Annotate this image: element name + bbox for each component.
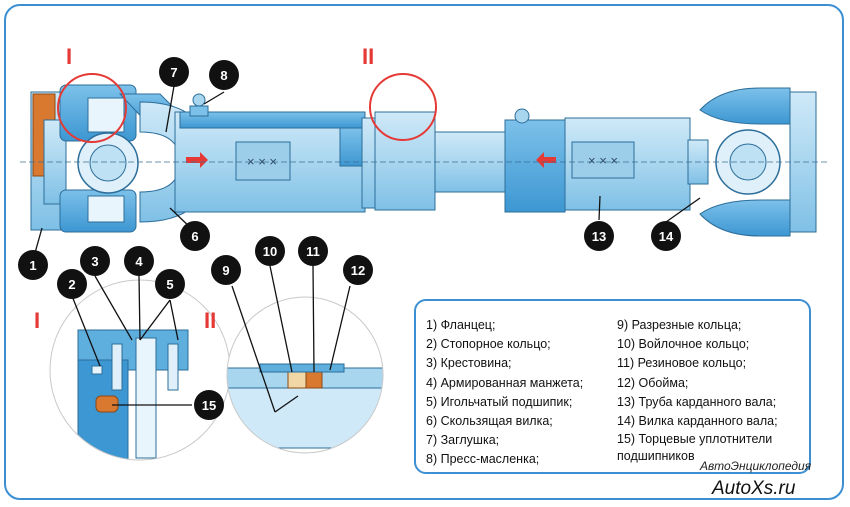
callout-12: 12 (343, 255, 373, 285)
callout-number: 6 (191, 229, 198, 244)
svg-text:× × ×: × × × (588, 153, 618, 168)
shaft-middle (361, 108, 566, 213)
callout-number: 9 (222, 263, 229, 278)
sliding-yoke: × × × (139, 101, 366, 223)
legend-item: 12) Обойма; (617, 375, 689, 390)
callout-9: 9 (211, 255, 241, 285)
callout-number: 3 (91, 254, 98, 269)
callout-number: 11 (306, 244, 320, 259)
roman-label-I-top: I (66, 44, 73, 69)
detail-circle-I (57, 73, 127, 143)
callout-7: 7 (159, 57, 189, 87)
roman-label-II-top: II (362, 44, 375, 69)
callout-1: 1 (18, 250, 48, 280)
legend-item: 3) Крестовина; (426, 356, 512, 371)
callout-number: 7 (170, 65, 177, 80)
legend-item: 13) Труба карданного вала; (617, 394, 777, 409)
callout-2: 2 (57, 269, 87, 299)
shaft-tube: × × × (564, 117, 691, 211)
callout-number: 13 (592, 229, 606, 244)
legend-left-column: 1) Фланцец; 2) Стопорное кольцо; 3) Крес… (426, 316, 583, 470)
grease-fitting (189, 93, 209, 117)
legend-item: 5) Игольчатый подшипик; (426, 394, 573, 409)
svg-text:× × ×: × × × (247, 154, 277, 169)
callout-5: 5 (155, 269, 185, 299)
brand-caption: АвтоЭнциклопедия (700, 459, 812, 473)
legend-item: 9) Разрезные кольца; (617, 318, 742, 332)
left-flange (30, 91, 67, 231)
callout-8: 8 (209, 60, 239, 90)
callout-number: 12 (351, 263, 365, 278)
callout-6: 6 (180, 221, 210, 251)
parts-legend: 1) Фланцец; 2) Стопорное кольцо; 3) Крес… (414, 299, 811, 474)
callout-10: 10 (255, 236, 285, 266)
legend-item: 1) Фланцец; (426, 318, 496, 332)
left-universal-joint (59, 84, 181, 233)
callout-number: 15 (202, 398, 216, 413)
callout-15: 15 (194, 390, 224, 420)
legend-item: 4) Армированная манжета; (426, 375, 584, 390)
callout-number: 14 (659, 229, 674, 244)
leader-lines (32, 85, 701, 413)
legend-item: 8) Пресс-масленка; (426, 452, 540, 467)
legend-item: 2) Стопорное кольцо; (426, 337, 551, 352)
roman-label-II-detail: II (204, 308, 217, 333)
legend-item: 7) Заглушка; (426, 433, 500, 448)
legend-right-column: 9) Разрезные кольца; 10) Войлочное кольц… (617, 316, 802, 465)
callout-number: 8 (220, 68, 227, 83)
outer-frame (4, 4, 844, 500)
legend-item: 15) Торцевые уплотнители подшипников (617, 432, 773, 464)
callout-number: 1 (29, 258, 36, 273)
callout-number: 10 (263, 244, 277, 259)
detail-circle-II (369, 73, 437, 141)
callout-number: 2 (68, 277, 75, 292)
callout-14: 14 (651, 221, 681, 251)
legend-item: 6) Скользящая вилка; (426, 414, 553, 429)
detail-II-view (226, 296, 384, 454)
legend-item: 14) Вилка карданного вала; (617, 414, 778, 429)
legend-item: 10) Войлочное кольцо; (617, 337, 750, 352)
callout-3: 3 (80, 246, 110, 276)
callout-13: 13 (584, 221, 614, 251)
roman-label-I-detail: I (34, 308, 41, 333)
callout-11: 11 (298, 236, 328, 266)
legend-item: 11) Резиновое кольцо; (617, 356, 747, 371)
brand-site: AutoXs.ru (712, 478, 796, 499)
callout-number: 5 (166, 277, 173, 292)
callout-number: 4 (135, 254, 143, 269)
callout-4: 4 (124, 246, 154, 276)
